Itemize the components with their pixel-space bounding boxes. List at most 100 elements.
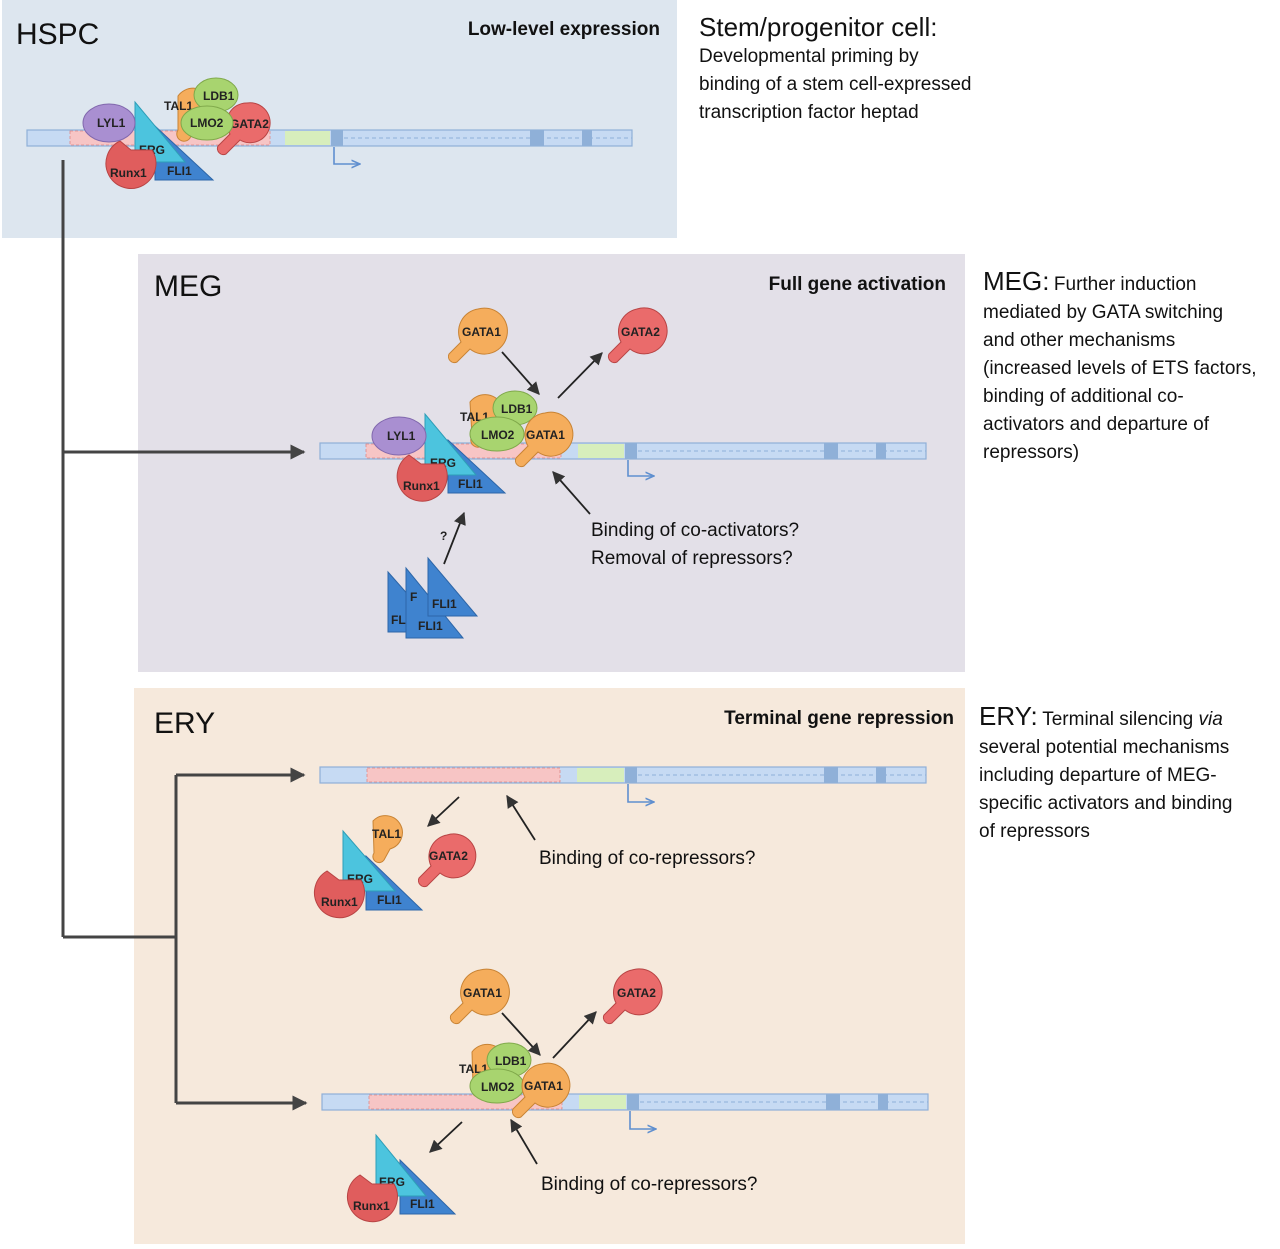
ery-corepressors-label-1: Binding of co-repressors?: [539, 848, 756, 869]
gata1-label: GATA1: [526, 428, 565, 442]
tss-arrow-icon: [333, 147, 360, 164]
hspc-description-line: transcription factor heptad: [699, 102, 919, 123]
runx1-icon: [396, 454, 448, 502]
meg-status: Full gene activation: [769, 274, 946, 295]
hspc-status: Low-level expression: [468, 19, 660, 40]
gata2-label: GATA2: [621, 325, 660, 339]
meg-panel: [138, 254, 965, 672]
gata2-label: GATA2: [429, 849, 468, 863]
ery-description: ERY: Terminal silencing via several pote…: [979, 701, 1277, 846]
gata2-icon: [607, 307, 668, 364]
runx1-icon: [314, 870, 365, 919]
lmo2-label: LMO2: [481, 428, 515, 442]
ery-corepressors-label-2: Binding of co-repressors?: [541, 1174, 758, 1195]
tal1-label: TAL1: [164, 99, 193, 113]
lmo2-icon: [180, 105, 234, 141]
runx1-icon: [347, 1174, 398, 1223]
ery-description-line: specific activators and binding: [979, 793, 1233, 814]
meg-description-line: (increased levels of ETS factors,: [983, 358, 1257, 379]
runx1-label: Runx1: [353, 1199, 390, 1213]
gata1-icon: [449, 968, 510, 1025]
ery-description-line: several potential mechanisms: [979, 737, 1230, 758]
ldb1-label: LDB1: [495, 1054, 527, 1068]
meg-factor-complex: FLI1 ERG Runx1 LYL1 TAL1 LDB1 LMO2 GATA1: [371, 390, 574, 502]
gata1-label: GATA1: [524, 1079, 563, 1093]
ery-gata-switch: GATA1 GATA2: [449, 968, 663, 1025]
meg-description-line: activators and departure of: [983, 414, 1210, 435]
gata2-icon: [602, 968, 663, 1025]
meg-gata-switch: GATA1 GATA2: [447, 307, 668, 364]
erg-triangle-icon: [375, 1133, 428, 1197]
hspc-description-line: binding of a stem cell-expressed: [699, 74, 972, 95]
tss-arrow-icon: [627, 460, 654, 476]
lyl1-label: LYL1: [97, 116, 126, 130]
ery-description-heading: ERY:: [979, 701, 1038, 731]
fli1-label: FLI1: [458, 477, 483, 491]
tss-arrow-icon: [627, 784, 654, 802]
ery-arrows-1: [427, 794, 536, 841]
meg-description-heading: MEG:: [983, 266, 1050, 296]
meg-arrows: [443, 351, 603, 565]
lmo2-label: LMO2: [481, 1080, 515, 1094]
erg-triangle-icon: [134, 100, 187, 163]
fli1-triangle-icon: [427, 556, 479, 617]
ldb1-label: LDB1: [501, 402, 533, 416]
runx1-icon: [105, 140, 157, 189]
ery-departing-complex-1: FLI1 ERG Runx1 TAL1 GATA2: [314, 815, 477, 919]
lyl1-icon: [82, 103, 136, 143]
meg-description-line: binding of additional co-: [983, 386, 1184, 407]
gata1-icon: [511, 1062, 571, 1119]
ldb1-label: LDB1: [203, 89, 235, 103]
ery-description-line: of repressors: [979, 821, 1090, 842]
runx1-label: Runx1: [403, 479, 440, 493]
ery-gene-1: [319, 766, 927, 802]
hspc-description-line: Developmental priming by: [699, 46, 919, 67]
meg-description-line: and other mechanisms: [983, 330, 1176, 351]
meg-repressors-label: Removal of repressors?: [591, 548, 793, 569]
ery-description-line: including departure of MEG-: [979, 765, 1217, 786]
fli1-label: FLI1: [410, 1197, 435, 1211]
ery-description-first-italic: via: [1198, 709, 1223, 730]
gata2-label: GATA2: [230, 117, 269, 131]
hspc-description: Stem/progenitor cell: Developmental prim…: [699, 12, 1029, 127]
meg-description: MEG: Further induction mediated by GATA …: [983, 266, 1279, 467]
runx1-label: Runx1: [321, 895, 358, 909]
gata1-icon: [447, 307, 508, 364]
lineage-connectors: [61, 160, 308, 1111]
fli1-label: FLI1: [167, 164, 192, 178]
tal1-label: TAL1: [372, 827, 401, 841]
lyl1-icon: [371, 416, 427, 456]
meg-description-line: repressors): [983, 442, 1080, 463]
hspc-panel-label: HSPC: [16, 18, 99, 51]
gata1-icon: [514, 411, 574, 468]
meg-panel-label: MEG: [154, 270, 222, 303]
erg-triangle-icon: [342, 829, 397, 892]
hspc-description-heading: Stem/progenitor cell:: [699, 12, 938, 42]
gata2-icon: [417, 833, 477, 888]
ery-bound-complex-2: TAL1 LDB1 LMO2 GATA1: [459, 1042, 571, 1119]
ery-departing-complex-2: FLI1 ERG Runx1: [347, 1133, 457, 1223]
ery-gene-2: [321, 1093, 929, 1129]
ery-description-first: Terminal silencing: [1042, 709, 1199, 730]
tal1-icon: [372, 815, 403, 864]
lmo2-icon: [469, 416, 525, 452]
gata1-label: GATA1: [462, 325, 501, 339]
ery-panel-label: ERY: [154, 707, 215, 740]
gata1-label: GATA1: [463, 986, 502, 1000]
hspc-factor-complex: FLI1 ERG Runx1 LYL1 GATA2 TAL1 LDB1 LMO2: [82, 77, 271, 189]
runx1-label: Runx1: [110, 166, 147, 180]
meg-question-mark: ?: [440, 529, 447, 543]
fli1-label: FLI1: [418, 619, 443, 633]
tss-arrow-icon: [629, 1111, 656, 1129]
meg-description-line: mediated by GATA switching: [983, 302, 1224, 323]
meg-fli1-stack: FLI1 FLI1 F FLI1: [387, 556, 479, 639]
ery-status: Terminal gene repression: [724, 708, 954, 729]
fli1-label: FLI1: [432, 597, 457, 611]
meg-description-first: Further induction: [1053, 274, 1197, 295]
lyl1-label: LYL1: [387, 429, 416, 443]
fli1-label: FLI1: [377, 893, 402, 907]
gata2-label: GATA2: [617, 986, 656, 1000]
fli1-partial-label: F: [410, 590, 417, 604]
ery-arrows-2: [429, 1011, 597, 1165]
